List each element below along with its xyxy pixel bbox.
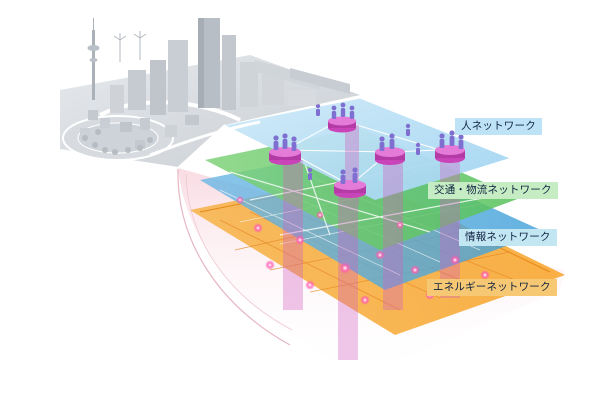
person-icon <box>316 104 320 116</box>
person-icon <box>439 133 444 148</box>
person-icon <box>273 135 278 150</box>
person-icon <box>449 130 454 146</box>
hub-node-icon <box>375 147 405 165</box>
energy-network-label: エネルギーネットワーク <box>427 279 557 296</box>
person-icon <box>352 167 357 183</box>
people-network-label: 人ネットワーク <box>455 118 542 135</box>
person-icon <box>379 136 384 151</box>
info-network-label: 情報ネットワーク <box>459 229 557 246</box>
traffic-network-label: 交通・物流ネットワーク <box>428 182 558 199</box>
person-icon <box>341 103 346 117</box>
person-icon <box>406 124 410 136</box>
person-icon <box>458 134 463 149</box>
person-icon <box>350 106 355 119</box>
person-icon <box>308 168 312 180</box>
person-icon <box>291 136 296 151</box>
wind-turbines <box>114 31 146 62</box>
person-icon <box>389 133 394 149</box>
person-icon <box>340 169 345 184</box>
person-icon <box>332 106 337 119</box>
person-icon <box>282 133 287 149</box>
hub-node-icon <box>334 180 366 198</box>
person-icon <box>416 143 420 155</box>
